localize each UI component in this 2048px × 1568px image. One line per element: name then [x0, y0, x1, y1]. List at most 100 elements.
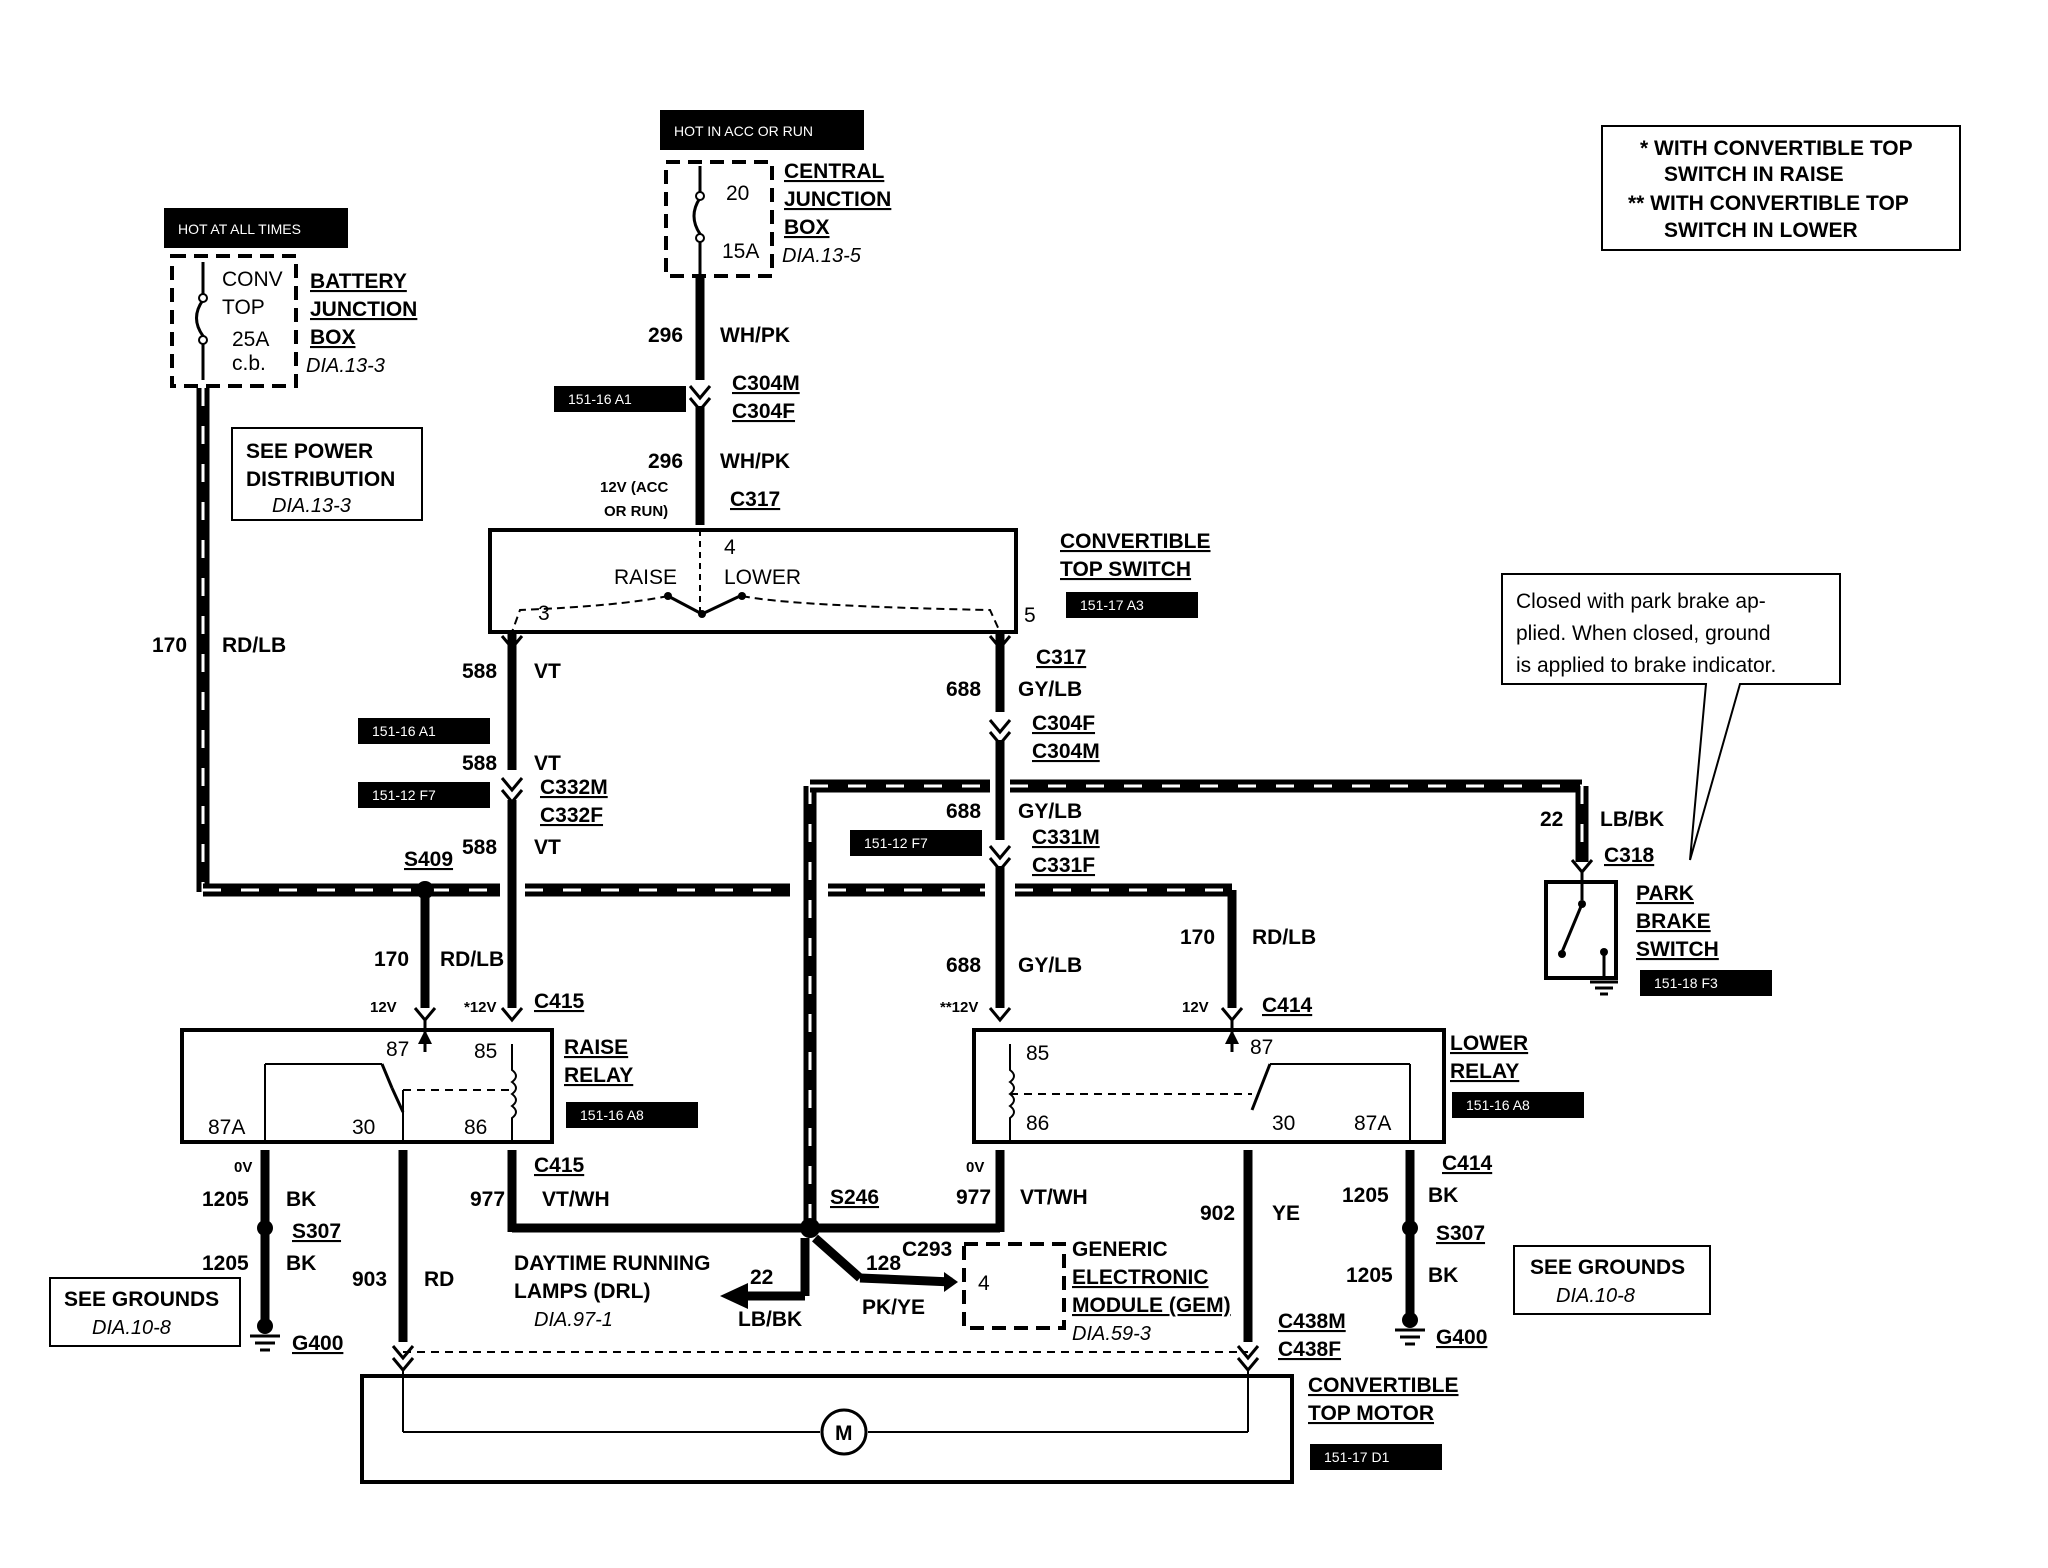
grounds-right-line-1: SEE GROUNDS — [1530, 1256, 1685, 1279]
w588b-color: VT — [534, 752, 561, 775]
w1205b-num: 1205 — [202, 1252, 249, 1275]
motor-symbol: M — [835, 1422, 853, 1445]
tag-ref-151-16-a1-top: 151-16 A1 — [568, 391, 632, 407]
gem-name-3: MODULE (GEM) — [1072, 1294, 1231, 1317]
wire-paths — [260, 276, 1415, 1342]
gem-ref: DIA.59-3 — [1072, 1323, 1151, 1345]
tag-ref-151-16-a8-lower: 151-16 A8 — [1466, 1097, 1530, 1113]
shielded-wires — [196, 388, 1589, 1228]
tag-ref-151-18-f3: 151-18 F3 — [1654, 975, 1718, 991]
w22b-num: 22 — [750, 1266, 773, 1289]
battery-fuse-line-3: 25A — [232, 328, 269, 351]
convertible-top-motor: M CONVERTIBLE TOP MOTOR — [360, 1351, 1459, 1484]
motor-name-2: TOP MOTOR — [1308, 1402, 1434, 1425]
tag-ref-151-16-a8-raise: 151-16 A8 — [580, 1107, 644, 1123]
power-dist-line-1: SEE POWER — [246, 440, 373, 463]
w22b-color: LB/BK — [738, 1308, 802, 1331]
power-dist-ref: DIA.13-3 — [272, 495, 351, 517]
c293-label: C293 — [902, 1238, 952, 1261]
park-switch-name-1: PARK — [1636, 882, 1694, 905]
w977a-color: VT/WH — [542, 1188, 610, 1211]
switch-pin-4: 4 — [724, 536, 736, 559]
battery-box-name-2: JUNCTION — [310, 298, 417, 321]
gem-arrow-icon — [944, 1272, 958, 1292]
power-dist-line-2: DISTRIBUTION — [246, 468, 395, 491]
splice-s307-left — [257, 1220, 273, 1236]
w22-num: 22 — [1540, 808, 1563, 831]
central-box-ref: DIA.13-5 — [782, 245, 862, 267]
w296a-num: 296 — [648, 324, 683, 347]
tag-ref-151-17-d1: 151-17 D1 — [1324, 1449, 1390, 1465]
w170b-num: 170 — [374, 948, 409, 971]
w1205c-num: 1205 — [1342, 1184, 1389, 1207]
c438f-label: C438F — [1278, 1338, 1341, 1361]
battery-box-name-1: BATTERY — [310, 270, 407, 293]
gem-pin-4: 4 — [978, 1272, 990, 1295]
w1205b-color: BK — [286, 1252, 316, 1275]
c332f-label: C332F — [540, 804, 603, 827]
battery-box-ref: DIA.13-3 — [306, 355, 385, 377]
w688a-color: GY/LB — [1018, 678, 1082, 701]
c304f-right-label: C304F — [1032, 712, 1095, 735]
park-brake-switch: PARK BRAKE SWITCH — [1544, 872, 1719, 980]
gem-name-2: ELECTRONIC — [1072, 1266, 1209, 1289]
tag-ref-151-17-a3: 151-17 A3 — [1080, 597, 1144, 613]
w977b-num: 977 — [956, 1186, 991, 1209]
c304m-right-label: C304M — [1032, 740, 1100, 763]
s307-right-label: S307 — [1436, 1222, 1485, 1245]
splice-s409 — [416, 881, 434, 899]
w128-num: 128 — [866, 1252, 901, 1275]
legend-line-2: SWITCH IN RAISE — [1664, 163, 1844, 186]
c304f-label: C304F — [732, 400, 795, 423]
w902-num: 902 — [1200, 1202, 1235, 1225]
raise-relay-name-1: RAISE — [564, 1036, 628, 1059]
c317-right-label: C317 — [1036, 646, 1086, 669]
w170c-num: 170 — [1180, 926, 1215, 949]
ground-dots — [257, 1312, 1418, 1334]
w170-num: 170 — [152, 634, 187, 657]
gem-module: 4 GENERIC ELECTRONIC MODULE (GEM) DIA.59… — [962, 1238, 1231, 1345]
grounds-right-ref: DIA.10-8 — [1556, 1285, 1635, 1307]
ground-symbols — [250, 980, 1618, 1352]
v12-lower-87: 12V — [1182, 999, 1209, 1016]
w296a-color: WH/PK — [720, 324, 790, 347]
v0-left: 0V — [234, 1159, 252, 1176]
v12-acc-line-1: 12V (ACC — [600, 479, 669, 496]
central-box-name-2: JUNCTION — [784, 188, 891, 211]
w903-num: 903 — [352, 1268, 387, 1291]
w588a-num: 588 — [462, 660, 497, 683]
switch-name-2: TOP SWITCH — [1060, 558, 1191, 581]
grounds-left-line-1: SEE GROUNDS — [64, 1288, 219, 1311]
power-distribution-note: SEE POWER DISTRIBUTION DIA.13-3 — [231, 427, 423, 521]
battery-fuse-line-4: c.b. — [232, 352, 266, 375]
raise-pin-30: 30 — [352, 1116, 375, 1139]
w128-color: PK/YE — [862, 1296, 925, 1319]
lower-pin-30: 30 — [1272, 1112, 1295, 1135]
tags: HOT AT ALL TIMES HOT IN ACC OR RUN 151-1… — [164, 110, 1772, 1470]
c332m-label: C332M — [540, 776, 608, 799]
raise-relay-name-2: RELAY — [564, 1064, 633, 1087]
lower-pin-86: 86 — [1026, 1112, 1049, 1135]
switch-raise-label: RAISE — [614, 566, 677, 589]
c317-top-label: C317 — [730, 488, 780, 511]
v12-raise-87: 12V — [370, 999, 397, 1016]
battery-fuse-line-2: TOP — [222, 296, 265, 319]
c331m-label: C331M — [1032, 826, 1100, 849]
w1205c-color: BK — [1428, 1184, 1458, 1207]
switch-pin-3: 3 — [538, 602, 550, 625]
convertible-top-switch: 4 3 5 RAISE LOWER CONVERTIBLE TOP SWITCH — [488, 528, 1211, 634]
lower-pin-87a: 87A — [1354, 1112, 1391, 1135]
park-switch-name-2: BRAKE — [1636, 910, 1711, 933]
tag-hot-acc-run: HOT IN ACC OR RUN — [674, 123, 813, 139]
switch-pin-5: 5 — [1024, 604, 1036, 627]
park-note-line-3: is applied to brake indicator. — [1516, 654, 1776, 677]
v0-right: 0V — [966, 1159, 984, 1176]
motor-name-1: CONVERTIBLE — [1308, 1374, 1459, 1397]
tag-ref-151-12-f7-left: 151-12 F7 — [372, 787, 436, 803]
battery-box-name-3: BOX — [310, 326, 356, 349]
c415-top-label: C415 — [534, 990, 585, 1013]
tag-ref-151-16-a1-left: 151-16 A1 — [372, 723, 436, 739]
wire-labels: 296 WH/PK C304M C304F 296 WH/PK 12V (ACC… — [152, 324, 1664, 1361]
battery-junction-box: CONV TOP 25A c.b. BATTERY JUNCTION BOX D… — [170, 254, 417, 388]
